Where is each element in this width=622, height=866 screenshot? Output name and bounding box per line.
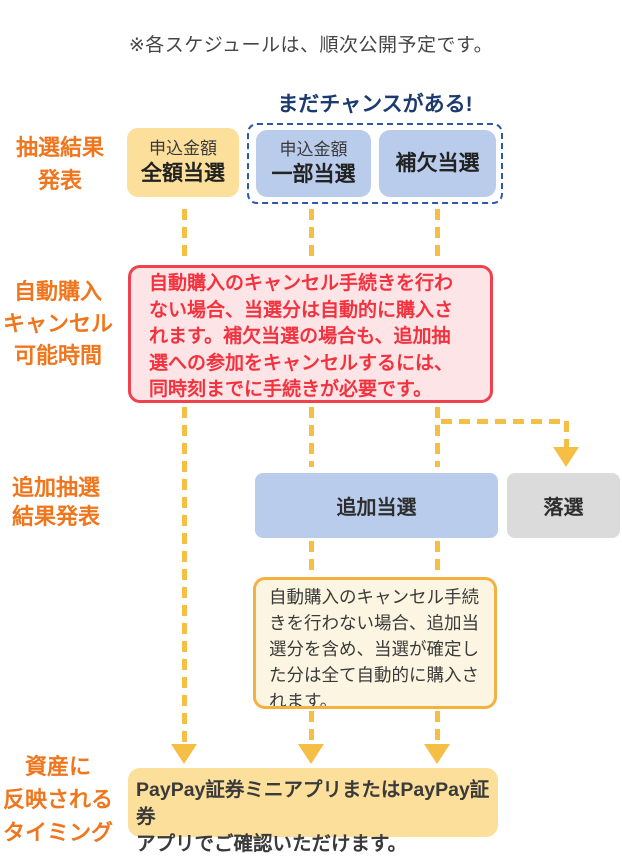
arrow-down-icon — [298, 744, 324, 764]
label-line: 発表 — [37, 168, 82, 193]
text-line: アプリでご確認いただけます。 — [136, 833, 408, 855]
label-line: 自動購入 — [13, 279, 102, 304]
text-line: 選への参加をキャンセルするには、 — [149, 352, 454, 374]
label-lottery-result: 抽選結果 発表 — [4, 131, 116, 197]
text-line: れます。 — [269, 691, 338, 709]
additional-win-box: 追加当選 — [255, 473, 498, 538]
schedule-note: ※各スケジュールは、順次公開予定です。 — [128, 35, 494, 56]
text-line: れます。補欠当選の場合も、追加抽 — [149, 326, 451, 348]
text-line: きを行わない場合、追加当 — [269, 613, 479, 633]
full-win-box: 申込金額 全額当選 — [127, 128, 239, 197]
arrow-down-icon — [171, 744, 197, 764]
rejected-text: 落選 — [543, 497, 584, 519]
label-cancel-window: 自動購入 キャンセル 可能時間 — [2, 276, 114, 372]
rejected-box: 落選 — [507, 473, 620, 538]
text-line: ない場合、当選分は自動的に購入さ — [149, 299, 454, 321]
flow-dash-col2-c — [309, 541, 314, 574]
label-line: 結果発表 — [11, 504, 100, 529]
waitlist-win-main: 補欠当選 — [395, 152, 480, 175]
partial-win-main: 一部当選 — [271, 163, 356, 186]
flow-dash-col2-b — [309, 407, 314, 467]
additional-win-text: 追加当選 — [336, 497, 417, 519]
flow-dash-col2-d — [309, 711, 314, 742]
text-line: 自動購入のキャンセル手続 — [269, 587, 479, 607]
label-line: 可能時間 — [13, 343, 102, 368]
full-win-main: 全額当選 — [141, 162, 225, 185]
confirm-app-box: PayPay証券ミニアプリまたはPayPay証券 アプリでご確認いただけます。 — [128, 768, 498, 855]
flow-dash-col1-a — [182, 209, 187, 257]
partial-win-box: 申込金額 一部当選 — [256, 130, 371, 197]
chance-group-outline — [247, 123, 503, 204]
label-line: 資産に — [24, 754, 91, 779]
text-line: 同時刻までに手続きが必要です。 — [149, 379, 433, 401]
flow-dash-col3-b — [435, 407, 440, 467]
label-line: タイミング — [2, 820, 113, 845]
label-asset-timing: 資産に 反映される タイミング — [2, 750, 114, 849]
flow-dash-col3-c — [435, 541, 440, 574]
auto-purchase-note-box: 自動購入のキャンセル手続 きを行わない場合、追加当 選分を含め、当選が確定し た… — [253, 577, 497, 709]
label-line: 抽選結果 — [15, 135, 104, 160]
partial-win-sub: 申込金額 — [279, 140, 348, 159]
waitlist-win-box: 補欠当選 — [379, 130, 496, 197]
arrow-down-icon — [424, 744, 450, 764]
label-line: 反映される — [2, 787, 113, 812]
text-line: 自動購入のキャンセル手続きを行わ — [149, 273, 454, 294]
label-line: 追加抽選 — [11, 475, 100, 500]
chance-banner: まだチャンスがある! — [277, 93, 473, 116]
full-win-sub: 申込金額 — [149, 139, 217, 158]
arrow-down-icon — [553, 447, 579, 467]
label-line: キャンセル — [2, 311, 113, 336]
flow-dash-col3-a — [435, 209, 440, 257]
label-additional-result: 追加抽選 結果発表 — [4, 473, 108, 531]
flow-dash-branch-vertical — [564, 421, 569, 447]
flow-dash-col3-d — [435, 711, 440, 742]
text-line: PayPay証券ミニアプリまたはPayPay証券 — [136, 779, 490, 828]
text-line: た分は全て自動的に購入さ — [269, 665, 479, 685]
flow-dash-branch-horizontal — [441, 419, 567, 424]
flow-dash-col1-b — [182, 407, 187, 743]
text-line: 選分を含め、当選が確定し — [269, 639, 479, 659]
cancel-notice-box: 自動購入のキャンセル手続きを行わ ない場合、当選分は自動的に購入さ れます。補欠… — [128, 265, 493, 403]
flow-dash-col2-a — [309, 209, 314, 257]
